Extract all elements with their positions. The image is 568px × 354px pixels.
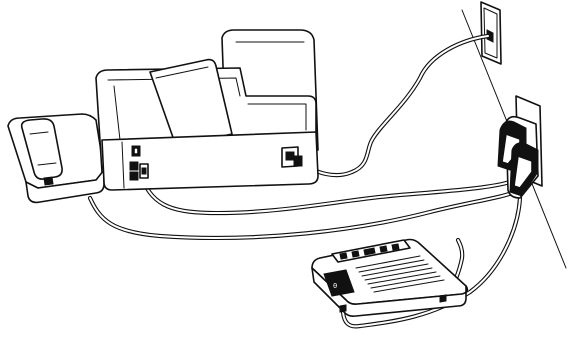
telephone xyxy=(8,114,104,202)
wall-jack-upper xyxy=(481,2,501,64)
printer-fax xyxy=(96,30,318,190)
answering-machine-display: 0 xyxy=(333,282,337,290)
answering-machine xyxy=(312,240,467,317)
